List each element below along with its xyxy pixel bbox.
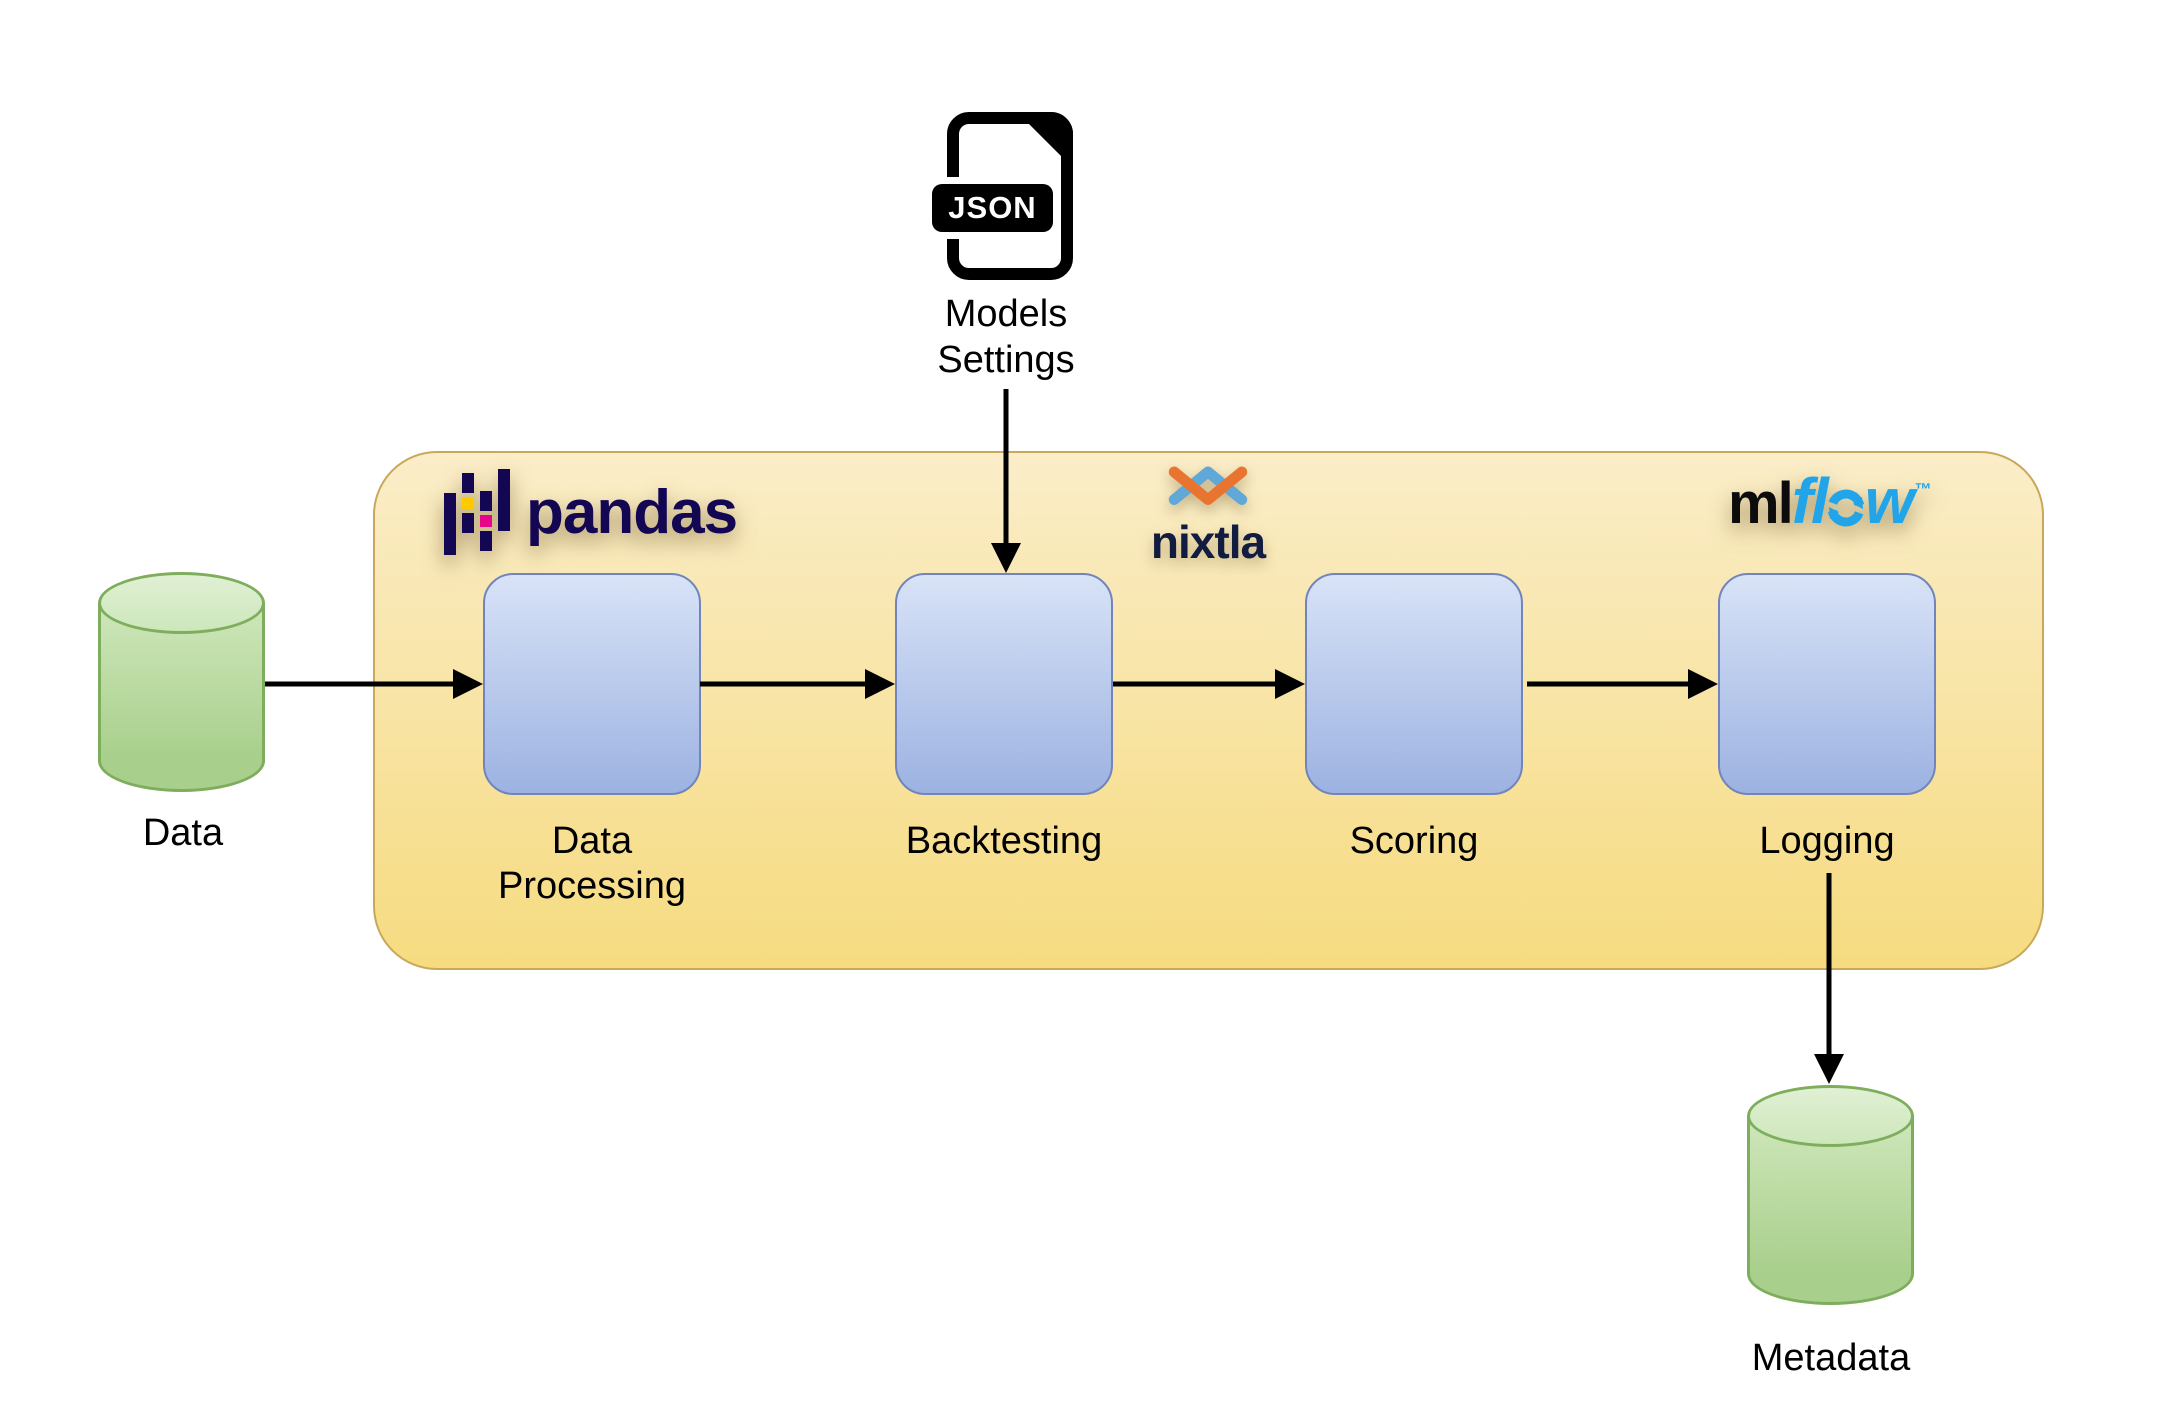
stage-box-logging <box>1718 573 1936 795</box>
stage-label-backtesting: Backtesting <box>905 820 1103 862</box>
caption-line: Settings <box>937 339 1075 381</box>
mlflow-cycle-arrowhead <box>1852 497 1863 509</box>
pandas-wordmark: pandas <box>526 477 738 547</box>
stage-box-data-processing <box>483 573 701 795</box>
stage-label-data-processing: Data Processing <box>412 819 772 909</box>
json-badge: JSON <box>932 184 1053 232</box>
mlflow-cycle-icon <box>1827 489 1865 527</box>
pandas-bar <box>480 531 492 551</box>
stage-box-scoring <box>1305 573 1523 795</box>
pandas-mark-icon <box>444 467 510 557</box>
mlflow-wordmark-ml: ml <box>1728 471 1794 536</box>
pandas-bar <box>444 493 456 555</box>
pandas-bar <box>480 491 492 511</box>
nixtla-logo: nixtla <box>1128 460 1288 569</box>
pandas-bar <box>462 513 474 533</box>
pandas-bar <box>498 469 510 531</box>
mlflow-wordmark-fl: fl <box>1791 465 1829 537</box>
stage-label-scoring: Scoring <box>1349 820 1479 862</box>
pandas-bar <box>462 473 474 493</box>
caption-line: Models <box>944 293 1068 335</box>
pandas-yellow-square <box>462 497 474 509</box>
cylinder-top-face <box>1747 1085 1914 1147</box>
models-settings-caption: Models Settings <box>826 291 1186 383</box>
arrowhead <box>1814 1054 1844 1084</box>
data-store-label: Data <box>142 812 224 854</box>
pandas-pink-square <box>480 515 492 527</box>
data-store-cylinder <box>98 572 265 792</box>
nixtla-orange-wave <box>1168 466 1248 505</box>
stage-label-line: Processing <box>498 865 686 907</box>
stage-label-logging: Logging <box>1759 820 1895 862</box>
stage-box-backtesting <box>895 573 1113 795</box>
json-file-icon: JSON <box>932 112 1073 280</box>
nixtla-blue-wave <box>1168 466 1248 505</box>
mlflow-cycle-ring <box>1827 489 1865 527</box>
mlflow-wordmark-w: w <box>1864 465 1915 537</box>
mlflow-cycle-arrowhead <box>1828 507 1839 519</box>
pandas-logo: pandas <box>444 467 738 557</box>
json-file-folded-corner <box>1017 112 1073 168</box>
stage-label-line: Data <box>551 820 633 862</box>
metadata-store-label: Metadata <box>1751 1337 1911 1379</box>
nixtla-mark-icon <box>1168 466 1248 505</box>
nixtla-wordmark: nixtla <box>1150 516 1266 568</box>
metadata-store-cylinder <box>1747 1085 1914 1305</box>
json-badge-label: JSON <box>948 190 1037 225</box>
mlflow-logo: ml fl w ™ <box>1728 464 1932 538</box>
mlflow-trademark: ™ <box>1914 480 1932 499</box>
cylinder-top-face <box>98 572 265 634</box>
